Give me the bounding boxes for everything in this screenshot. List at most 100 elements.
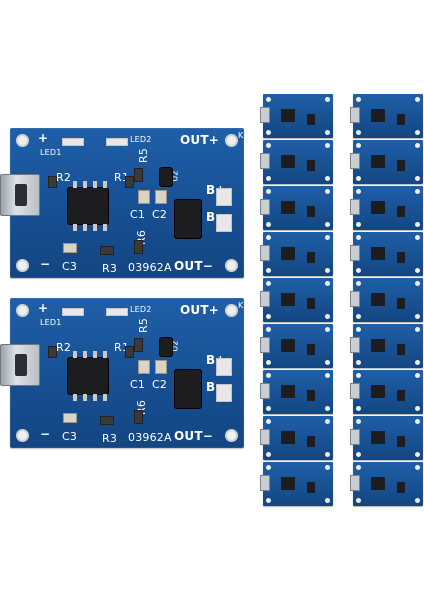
label-out-plus: OUT+ xyxy=(180,133,219,147)
charger-board-small xyxy=(350,140,423,184)
mounting-hole xyxy=(325,498,330,503)
micro-usb-connector xyxy=(260,429,270,445)
label-board-code: 03962A xyxy=(128,261,172,274)
label-out-plus: OUT+ xyxy=(180,303,219,317)
charger-ic xyxy=(371,247,385,260)
mounting-hole xyxy=(356,176,361,181)
charger-board-small xyxy=(260,186,333,230)
protection-ic xyxy=(397,482,405,493)
mounting-hole xyxy=(225,304,238,317)
mounting-hole xyxy=(415,452,420,457)
mounting-hole xyxy=(415,406,420,411)
label-r3: R3 xyxy=(102,262,118,275)
capacitor-c2 xyxy=(155,190,167,204)
mounting-hole xyxy=(325,235,330,240)
charger-board-small xyxy=(260,94,333,138)
protection-ic xyxy=(175,370,201,408)
micro-usb-connector xyxy=(350,153,360,169)
charger-board-small xyxy=(260,232,333,276)
charger-ic xyxy=(281,431,295,444)
label-out-minus: OUT− xyxy=(174,429,213,443)
label-led1: LED1 xyxy=(40,318,62,327)
protection-ic xyxy=(307,160,315,171)
charger-board-small xyxy=(350,278,423,322)
charger-ic xyxy=(68,188,108,224)
mounting-hole xyxy=(415,268,420,273)
mounting-hole xyxy=(415,222,420,227)
led1-chip xyxy=(62,308,84,316)
charger-ic xyxy=(371,477,385,490)
protection-ic xyxy=(307,252,315,263)
charger-ic xyxy=(281,385,295,398)
mounting-hole xyxy=(16,304,29,317)
resistor-r2 xyxy=(48,346,57,358)
micro-usb-connector xyxy=(260,199,270,215)
resistor-r5 xyxy=(134,168,143,182)
mounting-hole xyxy=(415,327,420,332)
mounting-hole xyxy=(325,465,330,470)
protection-ic xyxy=(307,298,315,309)
mounting-hole xyxy=(356,406,361,411)
mounting-hole xyxy=(415,130,420,135)
label-r5: R5 xyxy=(137,317,151,334)
mounting-hole xyxy=(325,452,330,457)
mounting-hole xyxy=(356,373,361,378)
mounting-hole xyxy=(16,429,29,442)
mounting-hole xyxy=(415,281,420,286)
resistor-r3 xyxy=(100,246,114,255)
label-r2: R2 xyxy=(56,341,72,354)
mounting-hole xyxy=(415,373,420,378)
mounting-hole xyxy=(16,134,29,147)
protection-ic xyxy=(397,436,405,447)
charger-ic xyxy=(371,431,385,444)
led2-chip xyxy=(106,138,128,146)
mounting-hole xyxy=(266,222,271,227)
mounting-hole xyxy=(225,429,238,442)
mounting-hole xyxy=(266,235,271,240)
mounting-hole xyxy=(325,419,330,424)
charger-board-small xyxy=(350,186,423,230)
dw01-ic xyxy=(160,168,172,186)
protection-ic xyxy=(397,344,405,355)
micro-usb-connector xyxy=(0,344,40,386)
mounting-hole xyxy=(356,465,361,470)
label-r1: R1 xyxy=(114,341,130,354)
label-c1: C1 xyxy=(130,208,146,221)
mounting-hole xyxy=(356,452,361,457)
led1-chip xyxy=(62,138,84,146)
charger-board-small xyxy=(260,416,333,460)
mounting-hole xyxy=(415,360,420,365)
mounting-hole xyxy=(266,498,271,503)
pad-b-minus xyxy=(216,214,232,232)
mounting-hole xyxy=(325,373,330,378)
charger-ic xyxy=(281,247,295,260)
micro-usb-connector xyxy=(350,383,360,399)
protection-ic xyxy=(307,206,315,217)
pad-b-plus xyxy=(216,358,232,376)
mounting-hole xyxy=(356,143,361,148)
micro-usb-connector xyxy=(350,245,360,261)
protection-ic xyxy=(397,390,405,401)
protection-ic xyxy=(307,482,315,493)
mounting-hole xyxy=(356,189,361,194)
label-u2: U2 xyxy=(170,340,180,352)
mounting-hole xyxy=(266,176,271,181)
mounting-hole xyxy=(356,97,361,102)
mounting-hole xyxy=(415,97,420,102)
label-plus: + xyxy=(38,131,49,145)
label-led2: LED2 xyxy=(130,305,152,314)
charger-ic xyxy=(281,339,295,352)
mounting-hole xyxy=(325,222,330,227)
protection-ic xyxy=(397,160,405,171)
charger-board-small xyxy=(350,462,423,506)
mounting-hole xyxy=(356,281,361,286)
mounting-hole xyxy=(266,406,271,411)
label-minus: − xyxy=(40,427,51,441)
micro-usb-connector xyxy=(350,107,360,123)
protection-ic xyxy=(397,298,405,309)
charger-ic xyxy=(281,155,295,168)
mounting-hole xyxy=(356,360,361,365)
mounting-hole xyxy=(415,189,420,194)
micro-usb-connector xyxy=(260,337,270,353)
mounting-hole xyxy=(415,314,420,319)
